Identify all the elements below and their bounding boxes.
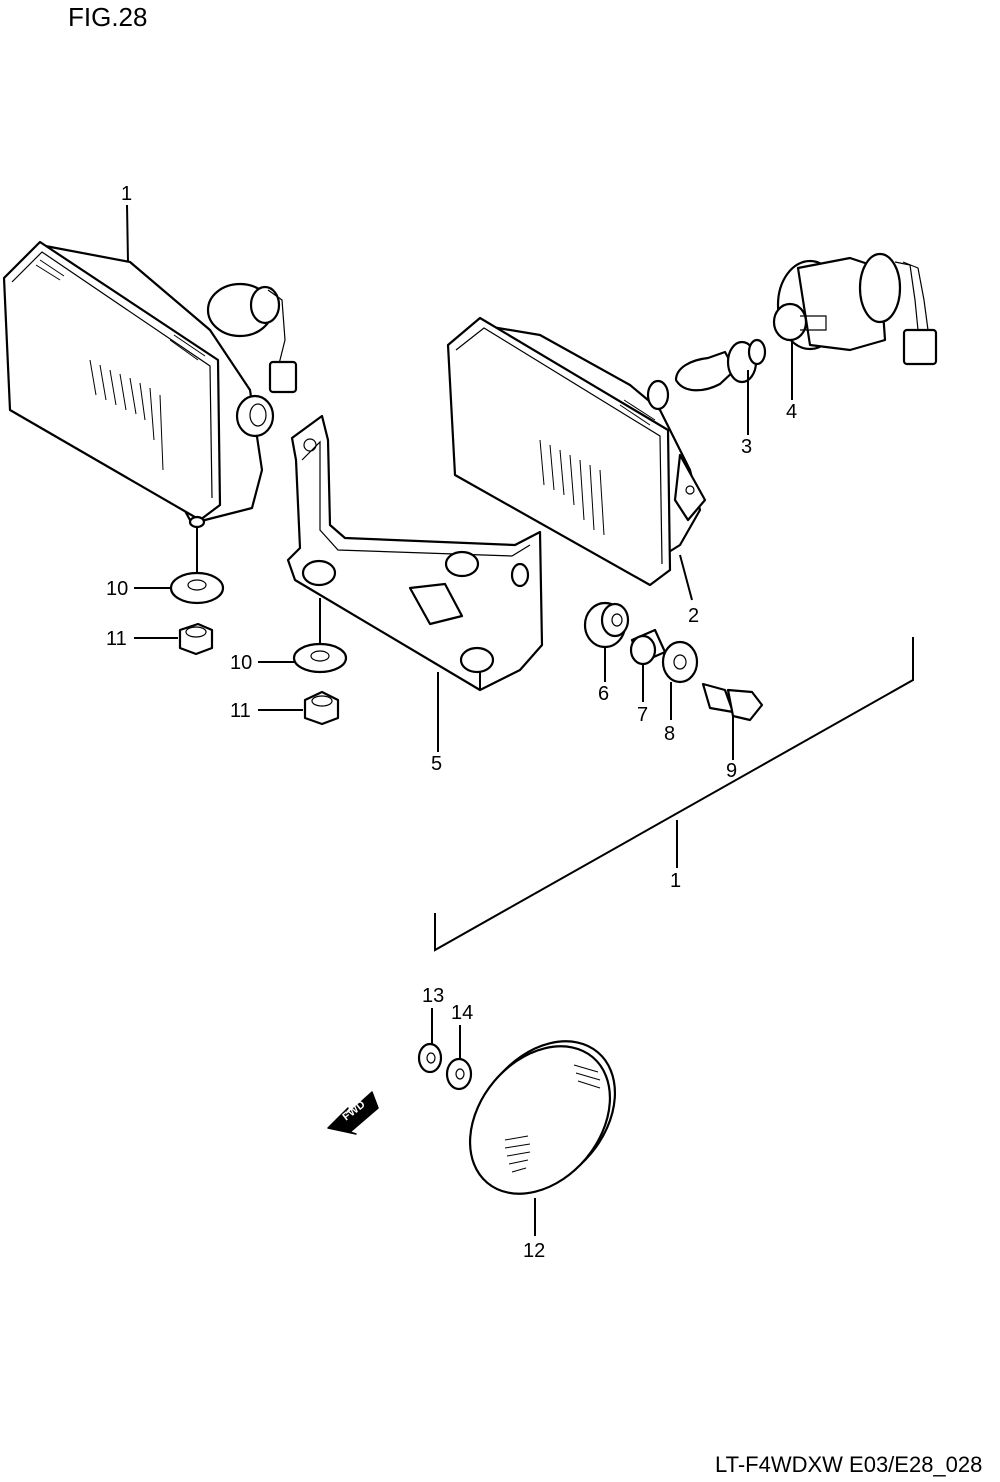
leader-lines xyxy=(126,204,793,1236)
callout-2: 2 xyxy=(688,605,699,627)
callout-10: 10 xyxy=(230,652,252,674)
washer-10b[interactable] xyxy=(292,642,348,674)
headlight-left[interactable] xyxy=(2,240,298,580)
diagram-code: LT-F4WDXW E03/E28_028 xyxy=(715,1452,982,1477)
bulb[interactable] xyxy=(674,338,767,392)
callout-13: 13 xyxy=(422,985,444,1007)
reflector[interactable] xyxy=(441,1014,643,1222)
callout-10: 10 xyxy=(106,578,128,600)
reflector-hatch xyxy=(504,1064,601,1173)
left-lens-hatch xyxy=(35,259,206,471)
figure-title: FIG.28 xyxy=(68,2,147,32)
callout-11: 11 xyxy=(106,628,127,650)
callout-9: 9 xyxy=(726,760,737,782)
callout-6: 6 xyxy=(598,683,609,705)
callout-1: 1 xyxy=(121,183,132,205)
socket[interactable] xyxy=(772,252,938,366)
callout-4: 4 xyxy=(786,401,797,423)
nut-11a[interactable] xyxy=(178,622,214,656)
washer-14[interactable] xyxy=(445,1057,473,1091)
washer-10a[interactable] xyxy=(169,571,225,605)
callout-7: 7 xyxy=(637,704,648,726)
callout-1-group: 1 xyxy=(670,870,681,892)
nut-11b[interactable] xyxy=(303,690,340,726)
headlight-right[interactable] xyxy=(446,316,707,587)
callout-3: 3 xyxy=(741,436,752,458)
callout-12: 12 xyxy=(523,1240,545,1262)
right-lens-hatch xyxy=(539,399,656,536)
callout-11: 11 xyxy=(230,700,251,722)
washer-13[interactable] xyxy=(417,1042,443,1074)
washer[interactable] xyxy=(661,640,699,684)
grommet[interactable] xyxy=(583,601,630,649)
group-bracket xyxy=(434,637,914,952)
bolt[interactable] xyxy=(701,682,764,722)
fwd-arrow: FWD xyxy=(327,1091,379,1135)
callout-5: 5 xyxy=(431,753,442,775)
collar[interactable] xyxy=(629,628,667,666)
callout-8: 8 xyxy=(664,723,675,745)
callout-14: 14 xyxy=(451,1002,473,1024)
bracket[interactable] xyxy=(286,414,544,692)
